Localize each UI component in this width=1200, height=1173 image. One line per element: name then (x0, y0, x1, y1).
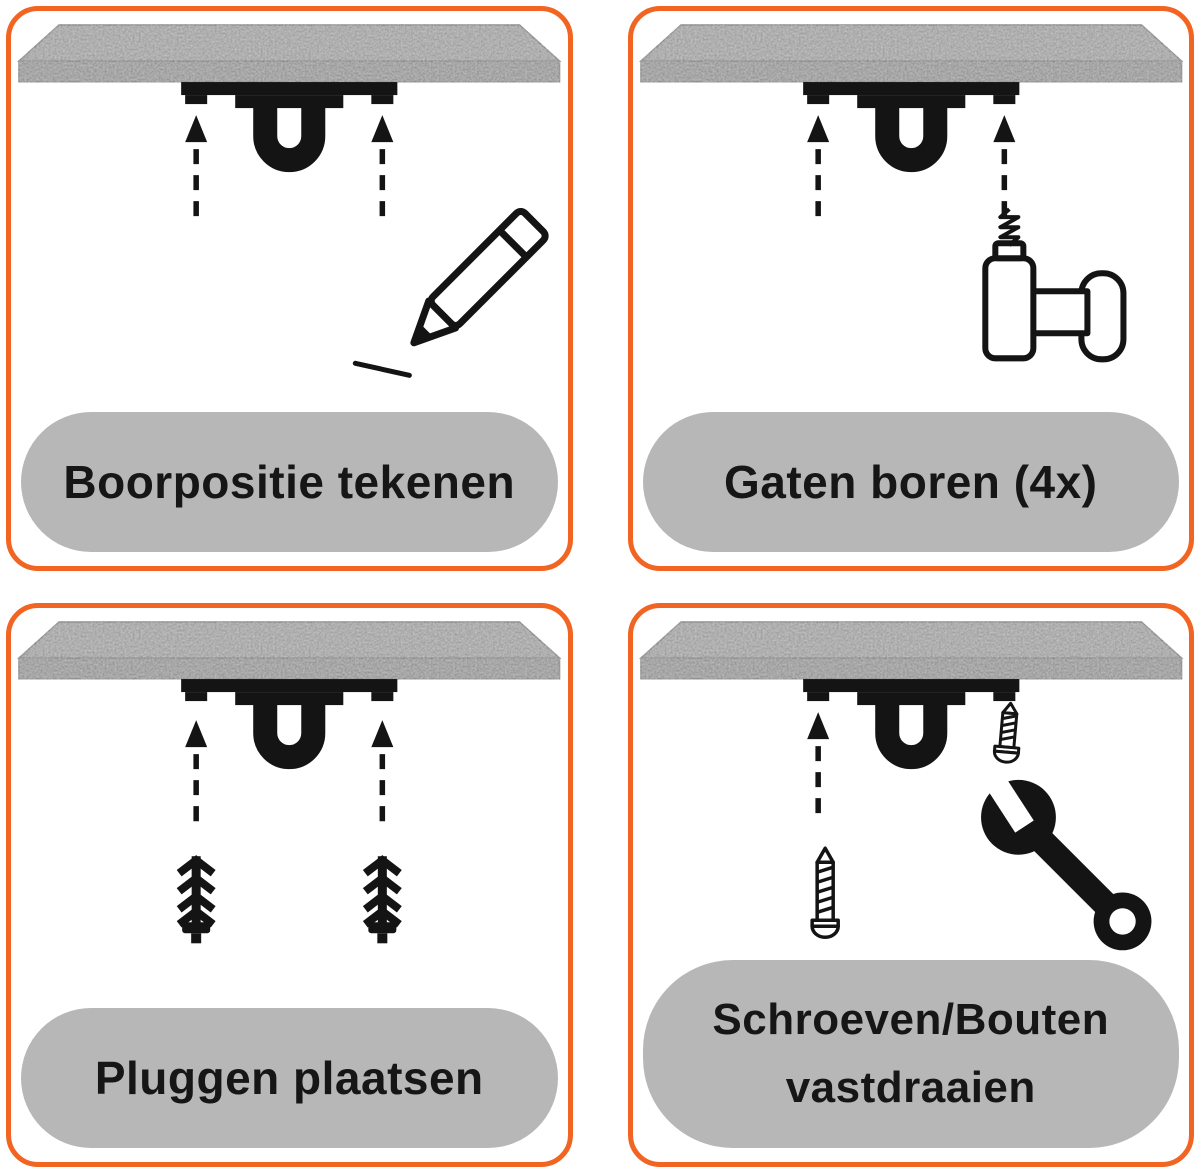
upward-arrow (371, 720, 393, 826)
step-caption: Schroeven/Bouten vastdraaien (642, 960, 1179, 1148)
step-label: Pluggen plaatsen (94, 1052, 484, 1104)
ceiling-hook-illustration (19, 25, 559, 221)
wall-plug-icon (179, 856, 213, 943)
step-caption: Gaten boren (4x) (642, 411, 1179, 552)
upward-arrow (185, 115, 207, 221)
illustration-step-3 (11, 608, 568, 1009)
illustration-step-2 (633, 11, 1190, 363)
step-label: Boorpositie tekenen (63, 455, 516, 508)
upward-arrow (807, 712, 829, 818)
step-label-line-1: Schroeven/Bouten (712, 994, 1110, 1044)
step-panel-2: Gaten boren (4x) (627, 6, 1194, 571)
ceiling-hook-illustration (641, 25, 1181, 221)
bolt-icon (992, 701, 1020, 764)
upward-arrow (807, 115, 829, 221)
wrench-icon (977, 762, 1151, 950)
step-panel-3: Pluggen plaatsen (6, 602, 573, 1167)
upward-arrow (993, 115, 1015, 221)
upward-arrow (185, 720, 207, 826)
ceiling-hook-illustration (641, 622, 1181, 818)
step-caption: Pluggen plaatsen (21, 1008, 558, 1148)
step-panel-1: Boorpositie tekenen (6, 6, 573, 571)
step-label-line-2: vastdraaien (785, 1063, 1036, 1112)
step-label: Gaten boren (4x) (723, 455, 1098, 508)
ceiling-hook-illustration (19, 622, 559, 826)
drill-icon (981, 207, 1126, 363)
step-panel-4: Schroeven/Bouten vastdraaien (627, 602, 1194, 1167)
illustration-step-1 (11, 11, 568, 378)
screw-icon (809, 845, 840, 939)
pencil-icon (352, 208, 549, 378)
step-caption: Boorpositie tekenen (21, 411, 558, 552)
wall-plug-icon (365, 856, 399, 943)
illustration-step-4 (633, 608, 1190, 950)
upward-arrow (371, 115, 393, 221)
